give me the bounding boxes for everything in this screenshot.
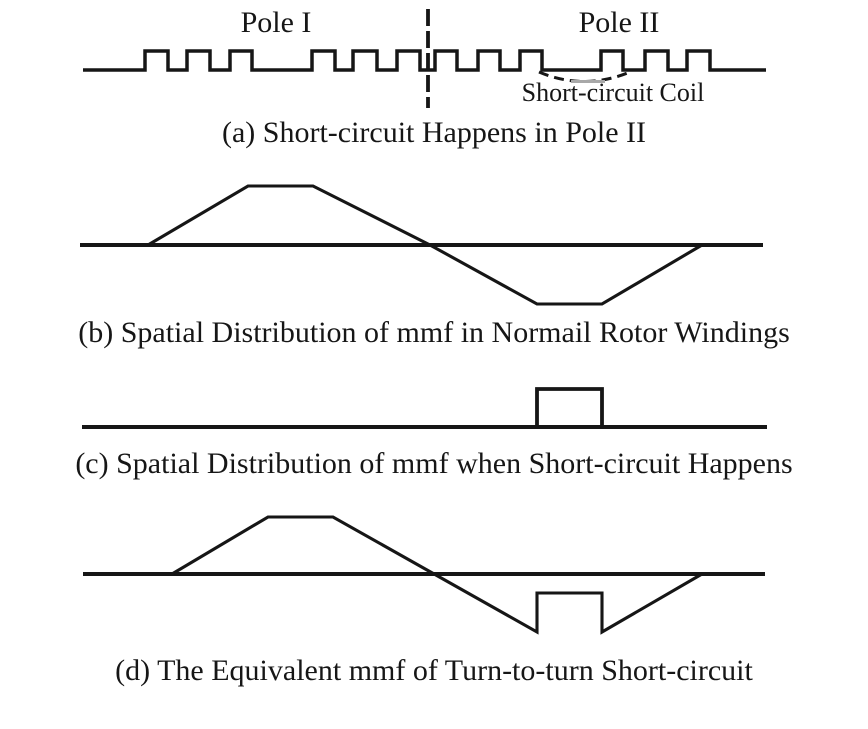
panel-c-mmf-pulse <box>535 387 604 427</box>
pole-two-label: Pole II <box>578 6 660 39</box>
rotor-slot-wave <box>83 49 766 72</box>
panel-b-mmf-waveform <box>147 184 703 306</box>
short-circuit-coil-marker-arc <box>538 70 631 83</box>
caption-panel-b: (b) Spatial Distribution of mmf in Norma… <box>78 316 790 349</box>
panel-d-mmf-waveform <box>171 515 703 635</box>
caption-panel-c: (c) Spatial Distribution of mmf when Sho… <box>75 447 793 480</box>
pole-one-label: Pole I <box>240 6 312 39</box>
short-circuit-coil-label: Short-circuit Coil <box>521 78 705 107</box>
caption-panel-d: (d) The Equivalent mmf of Turn-to-turn S… <box>115 654 753 687</box>
caption-panel-a: (a) Short-circuit Happens in Pole II <box>221 116 647 149</box>
